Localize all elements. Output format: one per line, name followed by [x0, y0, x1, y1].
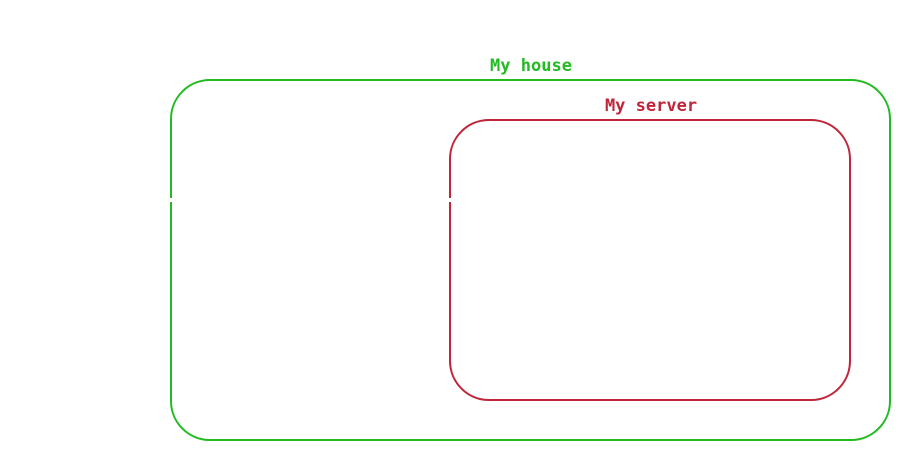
server-boundary-gap — [448, 198, 452, 202]
house-boundary — [170, 79, 891, 441]
server-boundary — [449, 119, 851, 401]
house-boundary-gap — [169, 198, 173, 202]
server-label: My server — [604, 96, 698, 116]
house-label: My house — [490, 56, 572, 76]
